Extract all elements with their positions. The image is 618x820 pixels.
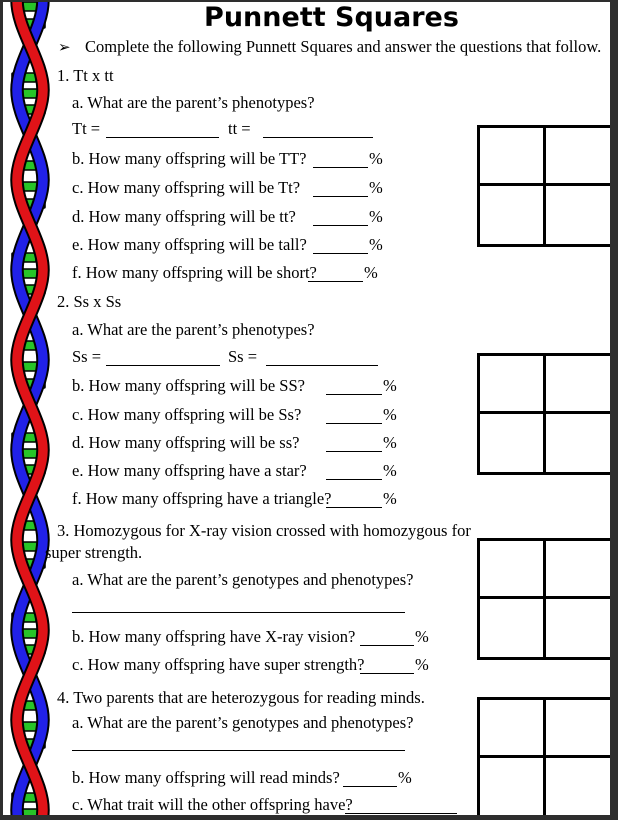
percent-sign: %: [383, 489, 397, 508]
q2-blank1-label: Ss =: [72, 347, 102, 366]
punnett-cell[interactable]: [546, 758, 612, 816]
q4-a-label: a. What are the parent’s genotypes and p…: [72, 713, 414, 732]
q2-phenotype-blanks-row: Ss = Ss =: [0, 347, 618, 367]
q4-a-answer-line[interactable]: [72, 736, 405, 751]
q3-heading-line2: super strength.: [45, 543, 143, 562]
punnett-cell[interactable]: [546, 414, 612, 472]
q1-b-label: b. How many offspring will be TT?: [72, 149, 307, 168]
q3-c-answer-blank[interactable]: [360, 657, 414, 674]
q1-f-answer-blank[interactable]: [308, 265, 363, 282]
percent-sign: %: [369, 178, 383, 197]
punnett-square-1: [477, 125, 614, 247]
q2-e-label: e. How many offspring have a star?: [72, 461, 307, 480]
q1-phenotype-blanks-row: Tt = tt =: [0, 119, 618, 139]
q3-b-label: b. How many offspring have X-ray vision?: [72, 627, 356, 646]
punnett-square-3: [477, 538, 614, 660]
punnett-cell[interactable]: [480, 414, 546, 472]
q2-a-label: a. What are the parent’s phenotypes?: [72, 320, 315, 339]
percent-sign: %: [415, 627, 429, 646]
q2-c-label: c. How many offspring will be Ss?: [72, 405, 302, 424]
q3-b-answer-blank[interactable]: [360, 629, 414, 646]
punnett-cell[interactable]: [480, 356, 546, 414]
q3-heading-line1: 3. Homozygous for X-ray vision crossed w…: [57, 521, 471, 540]
percent-sign: %: [398, 768, 412, 787]
q1-blank1-label: Tt =: [72, 119, 101, 138]
q2-d-answer-blank[interactable]: [326, 435, 382, 452]
punnett-cell[interactable]: [545, 541, 611, 599]
q2-heading: 2. Ss x Ss: [57, 292, 122, 311]
q4-heading: 4. Two parents that are heterozygous for…: [57, 688, 425, 707]
instruction-text: Complete the following Punnett Squares a…: [85, 37, 602, 56]
q2-e-answer-blank[interactable]: [326, 463, 382, 480]
q3-a-answer-line[interactable]: [72, 598, 405, 613]
q1-d-answer-blank[interactable]: [313, 209, 368, 226]
q1-e-answer-blank[interactable]: [313, 237, 368, 254]
q2-d-label: d. How many offspring will be ss?: [72, 433, 300, 452]
page-title: Punnett Squares: [204, 2, 459, 33]
q1-c-answer-blank[interactable]: [313, 180, 368, 197]
percent-sign: %: [383, 433, 397, 452]
punnett-cell[interactable]: [546, 186, 612, 244]
percent-sign: %: [369, 207, 383, 226]
punnett-cell[interactable]: [546, 599, 612, 657]
q3-c-label: c. How many offspring have super strengt…: [72, 655, 365, 674]
percent-sign: %: [383, 376, 397, 395]
punnett-square-2: [477, 353, 614, 475]
q2-blank2-field[interactable]: [266, 349, 378, 366]
arrow-bullet-icon: ➢: [58, 38, 71, 56]
punnett-cell[interactable]: [480, 700, 546, 758]
q2-blank2-label: Ss =: [228, 347, 258, 366]
q2-b-label: b. How many offspring will be SS?: [72, 376, 305, 395]
q1-f-label: f. How many offspring will be short?: [72, 263, 317, 282]
q4-c-label: c. What trait will the other offspring h…: [72, 795, 353, 814]
punnett-cell[interactable]: [545, 128, 611, 186]
punnett-square-4: [477, 697, 614, 819]
q4-c-answer-blank[interactable]: [345, 797, 457, 814]
percent-sign: %: [383, 405, 397, 424]
q1-c-label: c. How many offspring will be Tt?: [72, 178, 301, 197]
q2-f-label: f. How many offspring have a triangle?: [72, 489, 332, 508]
q1-b-answer-blank[interactable]: [313, 151, 368, 168]
percent-sign: %: [415, 655, 429, 674]
q2-b-answer-blank[interactable]: [326, 378, 382, 395]
q2-f-answer-blank[interactable]: [326, 491, 382, 508]
percent-sign: %: [369, 235, 383, 254]
q1-e-label: e. How many offspring will be tall?: [72, 235, 307, 254]
q1-blank2-field[interactable]: [263, 121, 373, 138]
punnett-cell[interactable]: [480, 128, 546, 186]
percent-sign: %: [364, 263, 378, 282]
punnett-cell[interactable]: [480, 599, 546, 657]
q1-blank1-field[interactable]: [106, 121, 219, 138]
q4-b-answer-blank[interactable]: [343, 770, 397, 787]
instruction-row: ➢ Complete the following Punnett Squares…: [0, 37, 618, 57]
punnett-cell[interactable]: [545, 700, 611, 758]
q1-blank2-label: tt =: [228, 119, 251, 138]
q1-heading: 1. Tt x tt: [57, 66, 114, 85]
punnett-cell[interactable]: [480, 758, 546, 816]
q2-c-answer-blank[interactable]: [326, 407, 382, 424]
punnett-cell[interactable]: [480, 186, 546, 244]
q1-a-label: a. What are the parent’s phenotypes?: [72, 93, 315, 112]
q4-b-label: b. How many offspring will read minds?: [72, 768, 340, 787]
q3-a-label: a. What are the parent’s genotypes and p…: [72, 570, 414, 589]
percent-sign: %: [369, 149, 383, 168]
punnett-cell[interactable]: [545, 356, 611, 414]
percent-sign: %: [383, 461, 397, 480]
q1-d-label: d. How many offspring will be tt?: [72, 207, 296, 226]
punnett-cell[interactable]: [480, 541, 546, 599]
q2-blank1-field[interactable]: [106, 349, 220, 366]
